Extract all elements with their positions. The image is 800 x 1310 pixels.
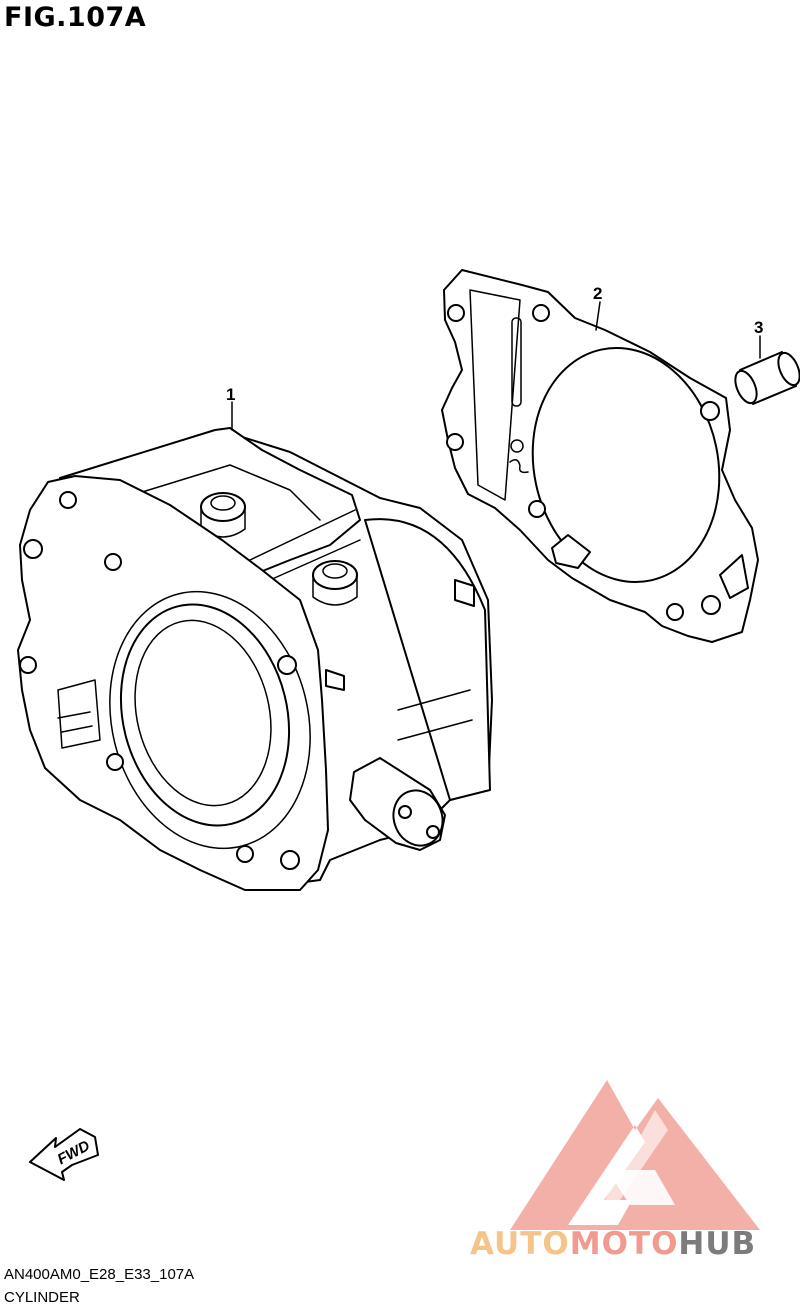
diagram-code: AN400AM0_E28_E33_107A xyxy=(4,1266,195,1283)
callout-1-label: 1 xyxy=(226,385,236,404)
callout-2-label: 2 xyxy=(593,284,603,303)
forward-arrow-icon: FWD xyxy=(29,1128,99,1181)
section-name: CYLINDER xyxy=(4,1289,80,1306)
watermark-hub: HUB xyxy=(678,1226,757,1262)
dowel-pin-part xyxy=(734,351,800,405)
cylinder-gasket-part xyxy=(441,269,759,643)
watermark-wordmark: AUTOMOTOHUB xyxy=(470,1226,756,1262)
watermark-logo-icon xyxy=(510,1080,760,1230)
watermark-auto: AUTO xyxy=(470,1226,570,1262)
callout-3-label: 3 xyxy=(754,318,764,337)
watermark-moto: MOTO xyxy=(569,1226,679,1262)
figure-title: FIG.107A xyxy=(4,2,147,33)
cylinder-block-part xyxy=(17,427,493,891)
